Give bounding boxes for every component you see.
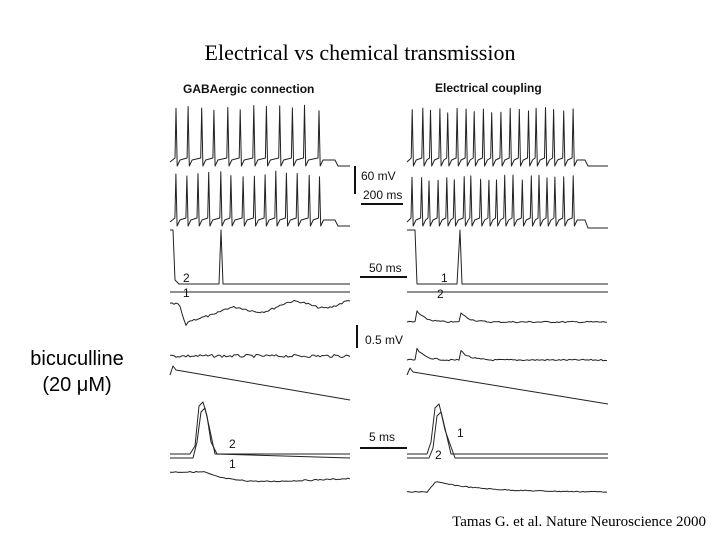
trace-group	[169, 104, 609, 493]
cell-label-c-left-1: 1	[229, 457, 236, 471]
header-gabaergic: GABAergic connection	[183, 82, 314, 96]
figure-panel: GABAergic connection Electrical coupling…	[145, 81, 609, 493]
trace-ramp-left	[169, 365, 351, 401]
trace-c-left-ipsp	[169, 471, 351, 483]
scale-label-200ms: 200 ms	[363, 188, 402, 202]
cell-label-c-right-1: 1	[457, 426, 464, 440]
cell-label-b-left-1: 1	[183, 286, 190, 300]
trace-b-left-bicuculline	[169, 354, 351, 358]
trace-c-right-couple	[406, 481, 608, 493]
bicuculline-label-line1: bicuculline	[30, 348, 124, 370]
scale-label-05mv: 0.5 mV	[365, 333, 403, 347]
scale-label-50ms: 50 ms	[369, 261, 402, 275]
trace-c-right-spike2	[407, 411, 608, 459]
cell-label-b-right-1: 1	[441, 271, 448, 285]
trace-ramp-right	[406, 367, 609, 405]
trace-b-left	[169, 170, 350, 227]
trace-b-right	[406, 174, 608, 229]
trace-b-right-couple1	[406, 310, 608, 324]
bicuculline-label-line2: (20 μM)	[42, 374, 112, 396]
trace-b-right-couple2	[406, 347, 608, 362]
cell-label-c-right-2: 2	[435, 448, 442, 462]
trace-b-left-ipsp	[169, 299, 351, 326]
header-electrical: Electrical coupling	[435, 81, 542, 95]
scale-label-60mv: 60 mV	[361, 169, 396, 183]
trace-c-left-spike	[170, 401, 350, 455]
slide-title: Electrical vs chemical transmission	[204, 40, 516, 65]
trace-b-right-stim	[407, 229, 608, 285]
scale-label-5ms: 5 ms	[369, 430, 395, 444]
trace-c-right-spike	[407, 403, 608, 455]
trace-c-left-spike2	[170, 407, 351, 459]
citation: Tamas G. et al. Nature Neuroscience 2000	[452, 514, 706, 530]
trace-a-right	[406, 107, 608, 167]
bicuculline-label: bicuculline (20 μM)	[22, 346, 132, 398]
trace-a-left	[169, 104, 350, 167]
cell-label-b-left-2: 2	[183, 271, 190, 285]
cell-label-c-left-2: 2	[229, 437, 236, 451]
trace-b-left-stim	[170, 229, 350, 285]
cell-label-b-right-2: 2	[437, 287, 444, 301]
